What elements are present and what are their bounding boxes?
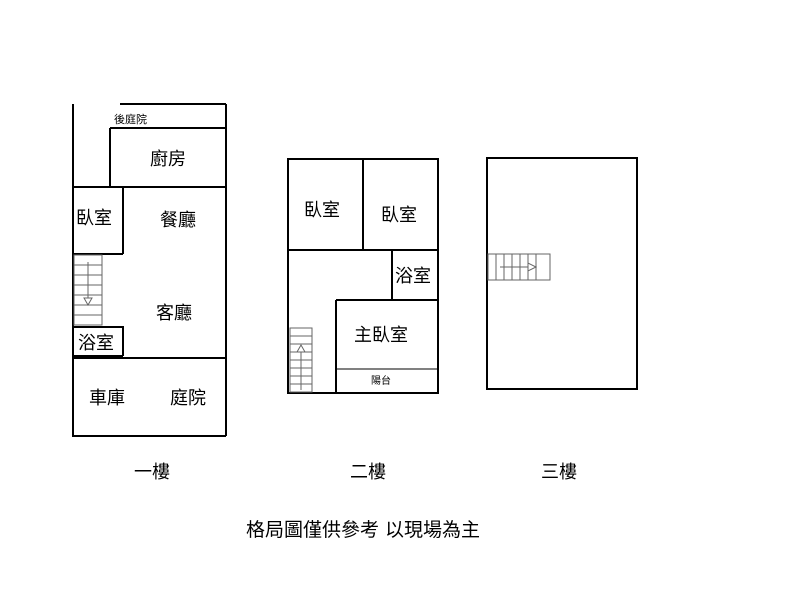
room-label-courtyard: 庭院 [170, 388, 206, 409]
floor-3-plan [486, 157, 638, 390]
floor-title-2: 二樓 [350, 462, 386, 483]
room-label-garage: 車庫 [89, 388, 125, 409]
room-label-backyard: 後庭院 [114, 112, 147, 126]
room-label-bedroom: 臥室 [76, 208, 112, 229]
floor-2-plan: 臥室 臥室 浴室 主臥室 陽台 [287, 158, 439, 394]
floor-3-outer-wall [486, 157, 638, 390]
room-label-living: 客廳 [156, 303, 192, 324]
room-label-dining: 餐廳 [160, 210, 196, 231]
room-label-bedroom-right: 臥室 [381, 205, 417, 226]
room-label-kitchen: 廚房 [150, 148, 186, 170]
floor-title-1: 一樓 [134, 462, 170, 483]
room-label-bedroom-left: 臥室 [304, 200, 340, 221]
stair-arrow-icon [527, 262, 538, 272]
floor-1-plan: 後庭院 廚房 臥室 餐廳 客廳 浴室 車庫 庭院 [72, 103, 227, 437]
room-label-bathroom: 浴室 [78, 333, 114, 354]
floor-1-bathroom-wall [73, 326, 124, 356]
room-label-balcony: 陽台 [371, 374, 391, 387]
room-label-master-bedroom: 主臥室 [354, 325, 408, 346]
stair-arrow-icon [83, 297, 93, 307]
floor-1-staircase [73, 254, 103, 326]
floor-2-staircase [289, 327, 313, 393]
disclaimer-note: 格局圖僅供參考 以現場為主 [246, 519, 480, 541]
floor-title-3: 三樓 [541, 462, 577, 483]
stair-arrow-icon [296, 343, 306, 353]
floor-3-staircase [487, 253, 551, 281]
room-label-bathroom: 浴室 [395, 266, 431, 287]
